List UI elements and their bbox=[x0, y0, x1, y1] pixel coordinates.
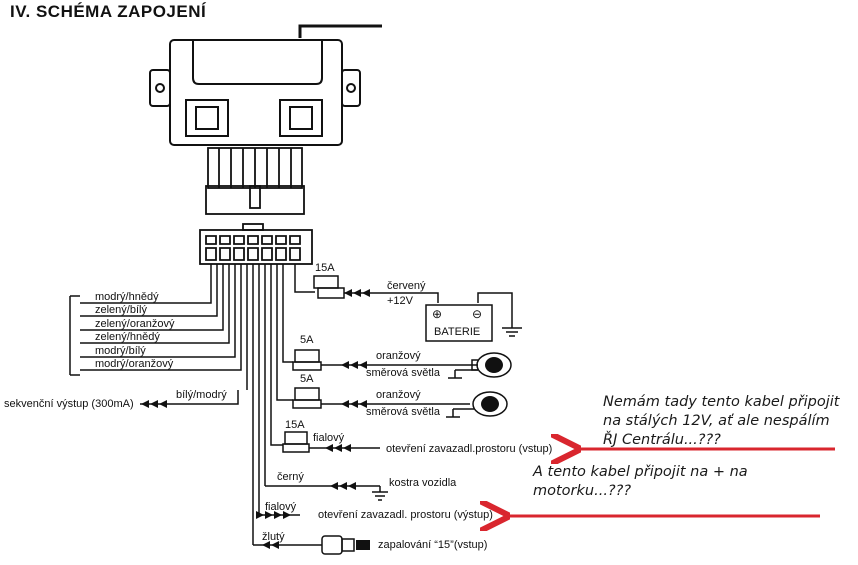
ground-label: kostra vozidla bbox=[389, 477, 457, 489]
turn-light-1 bbox=[448, 352, 512, 379]
ignition-connector bbox=[321, 535, 355, 555]
ground-symbol bbox=[372, 486, 388, 501]
harness-plug bbox=[199, 223, 313, 265]
ignition-label: zapalování “15”(vstup) bbox=[378, 539, 487, 551]
battery-arrows bbox=[344, 289, 370, 297]
wire-label-blue-brown: modrý/hnědý bbox=[95, 291, 159, 303]
wire-label-green-white: zelený/bílý bbox=[95, 304, 147, 316]
orange-label-1: oranžový bbox=[376, 350, 421, 362]
fuse-15a-label-top: 15A bbox=[315, 262, 335, 274]
fuse-15a-label-bottom: 15A bbox=[285, 419, 305, 431]
fuse-5a-label-1: 5A bbox=[300, 334, 314, 346]
antenna-wire bbox=[298, 24, 382, 38]
question-note-1: Nemám tady tento kabel připojit na stálý… bbox=[603, 394, 840, 448]
unit-connector bbox=[205, 147, 305, 215]
turn-light-2 bbox=[446, 391, 508, 418]
sequential-arrows bbox=[141, 400, 167, 408]
control-unit bbox=[149, 39, 361, 146]
yellow-wire-label: žlutý bbox=[262, 531, 285, 543]
wire-label-white-blue: bílý/modrý bbox=[176, 389, 227, 401]
battery-label: BATERIE bbox=[434, 326, 480, 338]
battery bbox=[420, 292, 522, 342]
purple-label-input: fialový bbox=[313, 432, 345, 444]
trunk-input-label: otevření zavazadl.prostoru (vstup) bbox=[386, 443, 552, 455]
orange-label-2: oranžový bbox=[376, 389, 421, 401]
fuse-5a-label-2: 5A bbox=[300, 373, 314, 385]
trunk-output-label: otevření zavazadl. prostoru (výstup) bbox=[318, 509, 493, 521]
black-wire-label: černý bbox=[277, 471, 304, 483]
turn-light-2-lens bbox=[481, 396, 499, 412]
turn-lights-label-2: směrová světla bbox=[366, 406, 441, 418]
sequential-output-label: sekvenční výstup (300mA) bbox=[4, 398, 134, 410]
left-wire-bundle bbox=[69, 264, 380, 546]
battery-minus-icon: ⊖ bbox=[472, 307, 482, 321]
purple-label-output: fialový bbox=[265, 501, 297, 513]
turn-lights-label-1: směrová světla bbox=[366, 367, 441, 379]
wire-label-blue-orange: modrý/oranžový bbox=[95, 358, 174, 370]
turn-light-1-lens bbox=[485, 357, 503, 373]
red-wire-label: červený bbox=[387, 280, 426, 292]
question-note-2: A tento kabel připojit na + na motorku..… bbox=[533, 464, 748, 499]
ignition-plug-fill bbox=[356, 540, 370, 550]
battery-plus-icon: ⊕ bbox=[432, 307, 442, 321]
wire-label-blue-white: modrý/bílý bbox=[95, 345, 146, 357]
wire-label-green-brown: zelený/hnědý bbox=[95, 331, 160, 343]
plus-12v-label: +12V bbox=[387, 295, 414, 307]
diagram-title: IV. SCHÉMA ZAPOJENÍ bbox=[10, 2, 207, 21]
wire-label-green-orange: zelený/oranžový bbox=[95, 318, 175, 330]
